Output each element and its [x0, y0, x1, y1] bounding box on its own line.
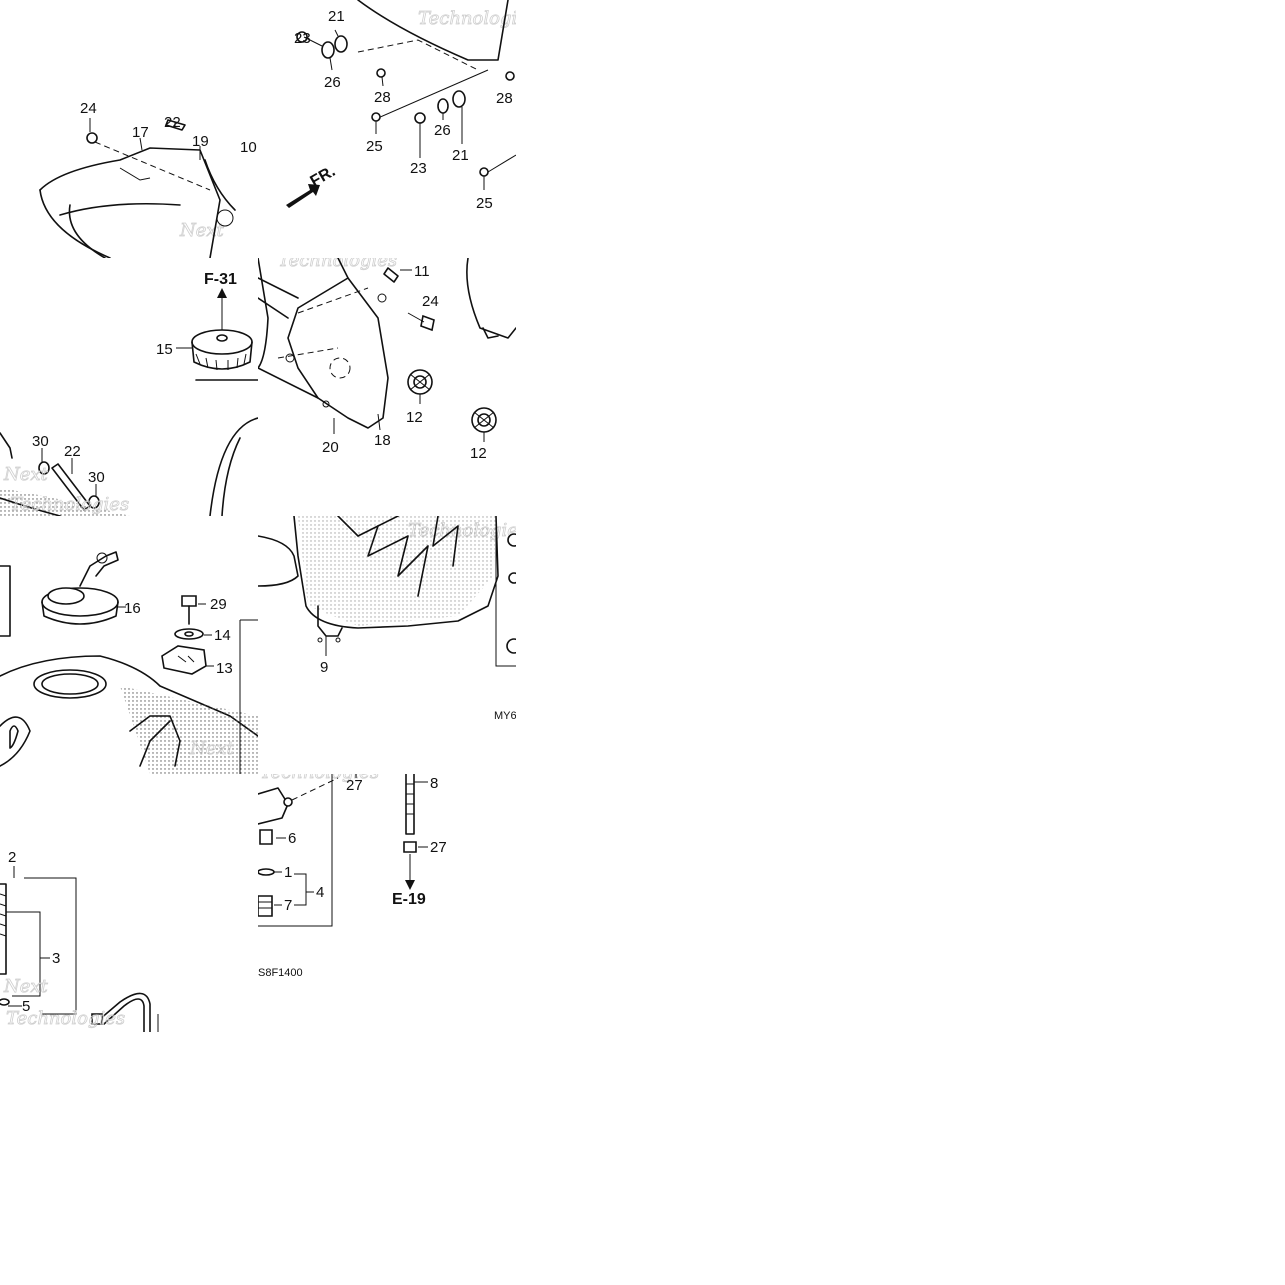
watermark-text: Next — [3, 976, 49, 997]
part-number-label: 18 — [374, 432, 391, 449]
diagram-tile-fuel-cap: F-31 Next Technologies 15 30 22 — [0, 258, 258, 516]
watermark-text: Next — [179, 220, 225, 241]
part-number-label: 10 — [240, 139, 257, 156]
part-number-label: 15 — [156, 341, 173, 358]
part-number-label: 22 — [64, 443, 81, 460]
part-number-label: 4 — [316, 884, 324, 901]
part-number-label: 20 — [322, 439, 339, 456]
diagram-tile-fasteners: Technologies — [258, 0, 516, 258]
part-number-label: 2 — [8, 849, 16, 866]
reference-label: E-19 — [392, 891, 426, 908]
part-number-label: 12 — [406, 409, 423, 426]
watermark-text: Technologies — [278, 258, 397, 271]
part-number-label: 13 — [216, 660, 233, 677]
part-number-label: 7 — [284, 897, 292, 914]
part-number-label: 24 — [80, 100, 97, 117]
part-number-label: 16 — [124, 600, 141, 617]
diagram-code: MY6 — [494, 710, 516, 722]
diagram-tile-petcock-assembly: Next Technologies 2 3 5 — [0, 774, 258, 1032]
diagram-tile-seat-cowl: Next 24 17 22 19 10 — [0, 0, 258, 258]
part-number-label: 26 — [434, 122, 451, 139]
watermark-text: Technologies — [6, 1008, 125, 1029]
part-number-label: 27 — [430, 839, 447, 856]
part-number-label: 21 — [452, 147, 469, 164]
part-number-label: 30 — [32, 433, 49, 450]
part-number-label: 17 — [132, 124, 149, 141]
diagram-tile-side-cover: Technologies — [258, 258, 516, 516]
diagram-tile-tank-shroud: Technologies 9 MY6 — [258, 516, 516, 774]
part-number-label: 6 — [288, 830, 296, 847]
part-number-label: 5 — [22, 998, 30, 1015]
reference-label: F-31 — [204, 271, 237, 288]
part-number-label: 3 — [52, 950, 60, 967]
part-number-label: 11 — [414, 263, 430, 280]
part-number-label: 25 — [476, 195, 493, 212]
diagram-tile-fuel-tank: Next 16 29 14 13 — [0, 516, 258, 774]
diagram-tile-fuel-valve: Technologies 27 6 1 7 4 — [258, 774, 516, 1032]
part-number-label: 8 — [430, 775, 438, 792]
part-number-label: 23 — [294, 30, 311, 47]
diagram-code: S8F1400 — [258, 967, 303, 979]
watermark-text: Technologies — [418, 8, 516, 29]
watermark-text: Technologies — [10, 494, 129, 515]
part-number-label: 19 — [192, 133, 209, 150]
watermark-text: Next — [189, 738, 235, 759]
part-number-label: 29 — [210, 596, 227, 613]
part-number-label: 26 — [324, 74, 341, 91]
part-number-label: 23 — [410, 160, 427, 177]
part-number-label: 12 — [470, 445, 487, 462]
part-number-label: 9 — [320, 659, 328, 676]
part-number-label: 25 — [366, 138, 383, 155]
watermark-text: Next — [3, 464, 49, 485]
part-number-label: 14 — [214, 627, 231, 644]
part-number-label: 1 — [284, 864, 292, 881]
part-number-label: 27 — [346, 777, 363, 794]
part-number-label: 22 — [164, 114, 181, 131]
watermark-text: Technologies — [260, 774, 379, 783]
part-number-label: 21 — [328, 8, 345, 25]
part-number-label: 28 — [374, 89, 391, 106]
part-number-label: 24 — [422, 293, 439, 310]
part-number-label: 30 — [88, 469, 105, 486]
part-number-label: 28 — [496, 90, 513, 107]
